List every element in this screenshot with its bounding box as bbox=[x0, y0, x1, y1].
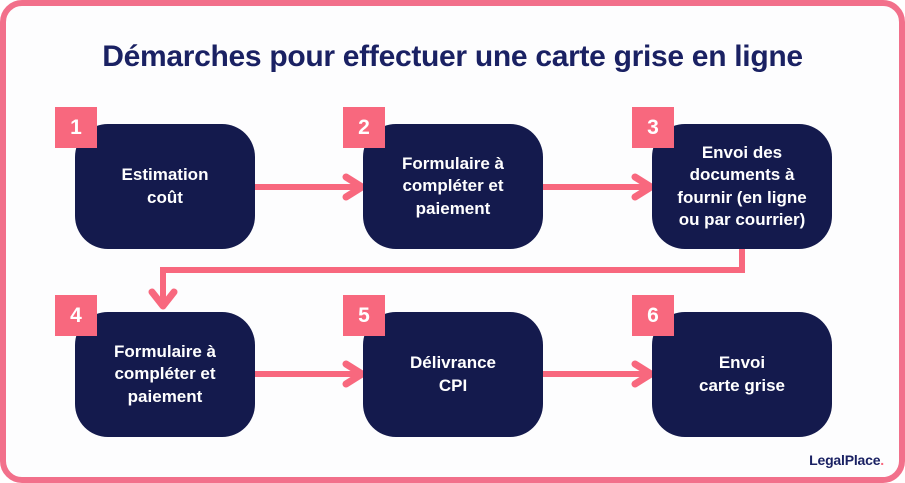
step-6-label: Envoi carte grise bbox=[699, 353, 785, 395]
step-5-number-badge: 5 bbox=[343, 295, 385, 336]
legalplace-logo-dot: . bbox=[880, 452, 884, 468]
step-4-box: Formulaire à compléter et paiement bbox=[75, 312, 255, 437]
legalplace-logo-text: LegalPlace bbox=[809, 452, 881, 468]
step-2-number-badge: 2 bbox=[343, 107, 385, 148]
step-2-label: Formulaire à compléter et paiement bbox=[401, 153, 505, 218]
step-4: 4 Formulaire à compléter et paiement bbox=[55, 295, 255, 437]
step-6-number-badge: 6 bbox=[632, 295, 674, 336]
step-2: 2 Formulaire à compléter et paiement bbox=[343, 107, 543, 249]
step-1-label: Estimation coût bbox=[121, 165, 209, 207]
step-1: 1 Estimation coût bbox=[55, 107, 255, 249]
step-6-box: Envoi carte grise bbox=[652, 312, 832, 437]
step-5-label: Délivrance CPI bbox=[410, 353, 496, 395]
step-4-number-badge: 4 bbox=[55, 295, 97, 336]
step-1-box: Estimation coût bbox=[75, 124, 255, 249]
step-2-box: Formulaire à compléter et paiement bbox=[363, 124, 543, 249]
step-6: 6 Envoi carte grise bbox=[632, 295, 832, 437]
page-title: Démarches pour effectuer une carte grise… bbox=[102, 40, 803, 73]
step-3: 3 Envoi des documents à fournir (en lign… bbox=[632, 107, 832, 249]
step-3-label: Envoi des documents à fournir (en ligne … bbox=[677, 142, 807, 229]
step-5: 5 Délivrance CPI bbox=[343, 295, 543, 437]
step-3-box: Envoi des documents à fournir (en ligne … bbox=[652, 124, 832, 249]
legalplace-logo: LegalPlace. bbox=[809, 452, 884, 468]
step-5-box: Délivrance CPI bbox=[363, 312, 543, 437]
step-1-number-badge: 1 bbox=[55, 107, 97, 148]
step-4-label: Formulaire à compléter et paiement bbox=[113, 341, 217, 406]
step-3-number-badge: 3 bbox=[632, 107, 674, 148]
